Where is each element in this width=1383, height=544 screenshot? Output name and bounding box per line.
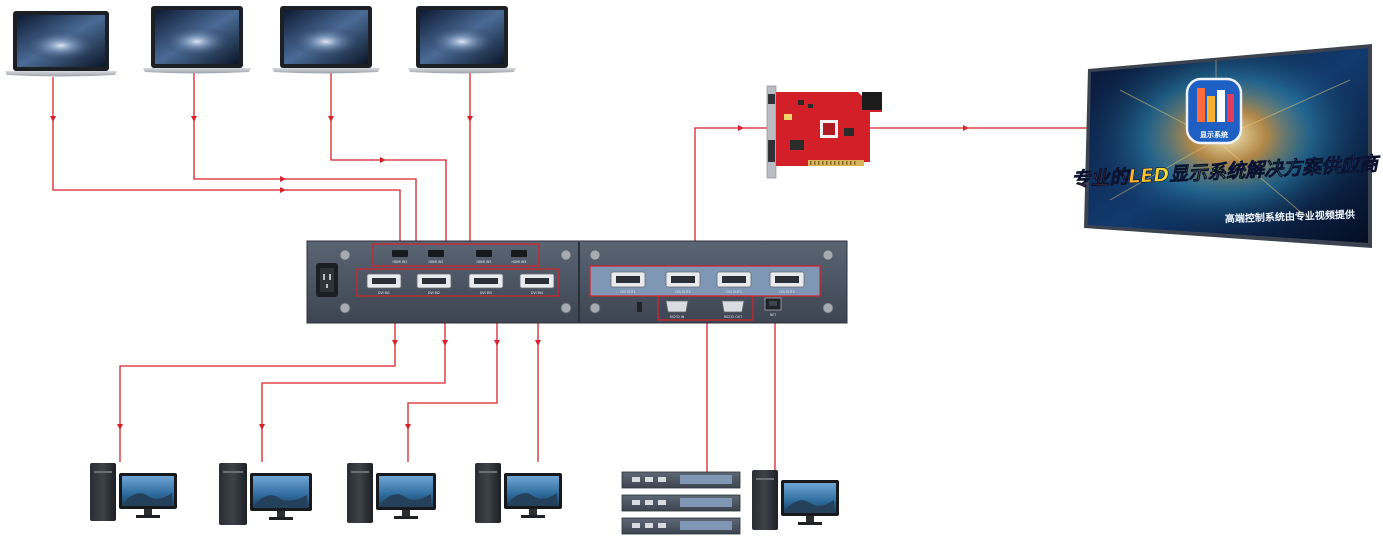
cascaded-processors	[621, 471, 741, 535]
wire-laptop-3	[330, 72, 447, 242]
dvi-in-4-label: DVI IN4	[531, 291, 543, 295]
desktop-pc-4	[475, 463, 562, 523]
dvi-out-1-label: DVI OUT1	[620, 290, 635, 294]
desktop-pc-2	[219, 463, 312, 525]
dip-switch	[637, 302, 642, 312]
rs232-in-label: RS232 IN	[670, 315, 685, 319]
hdmi-input-group: HDMI IN1 HDMI IN2 HDMI IN3 HDMI IN4	[372, 243, 540, 267]
led-sending-card	[766, 85, 882, 179]
screen-logo-text: 显示系统	[1200, 130, 1228, 139]
dvi-in-2-label: DVI IN2	[428, 291, 440, 295]
desktop-pc-3	[347, 463, 436, 523]
dvi-out-3-label: DVI OUT3	[726, 290, 741, 294]
video-processor: HDMI IN1 HDMI IN2 HDMI IN3 HDMI IN4 DVI …	[306, 240, 848, 324]
dvi-input-group: DVI IN1 DVI IN2 DVI IN3 DVI IN4	[356, 268, 559, 297]
power-socket	[316, 263, 338, 297]
rs232-out-label: RS232 OUT	[724, 315, 742, 319]
laptop-2	[143, 6, 251, 74]
wire-pc-1	[119, 297, 396, 462]
wire-sending-card	[694, 127, 770, 264]
led-display-screen: 显示系统 专业的LED显示系统解决方案供应商 高端控制系统由专业视频提供	[1071, 44, 1382, 248]
dvi-output-module: DVI OUT1 DVI OUT2 DVI OUT3 DVI OUT4	[589, 265, 821, 297]
hdmi-in-3-label: HDMI IN3	[477, 260, 492, 264]
connection-wires	[50, 72, 1088, 472]
wire-laptop-2	[193, 72, 417, 242]
dvi-in-3-label: DVI IN3	[480, 291, 492, 295]
hdmi-in-4-label: HDMI IN4	[512, 260, 527, 264]
control-pc	[752, 470, 839, 530]
serial-port-group: RS232 IN RS232 OUT	[657, 295, 754, 321]
desktop-pc-1	[90, 463, 177, 521]
laptop-3	[272, 6, 380, 74]
hdmi-in-1-label: HDMI IN1	[393, 260, 408, 264]
dvi-out-2-label: DVI OUT2	[675, 290, 690, 294]
hdmi-in-2-label: HDMI IN2	[429, 260, 444, 264]
cascade-unit-1	[621, 471, 741, 489]
cascade-unit-3	[621, 517, 741, 535]
laptop-1	[5, 11, 117, 77]
dvi-in-1-label: DVI IN1	[378, 291, 390, 295]
wire-laptop-1	[52, 77, 401, 242]
laptop-4	[408, 6, 516, 74]
dvi-out-4-label: DVI OUT4	[779, 290, 794, 294]
lan-label: NET	[770, 313, 776, 317]
wire-pc-3	[407, 297, 498, 462]
cascade-unit-2	[621, 494, 741, 512]
lan-port: NET	[764, 297, 782, 317]
